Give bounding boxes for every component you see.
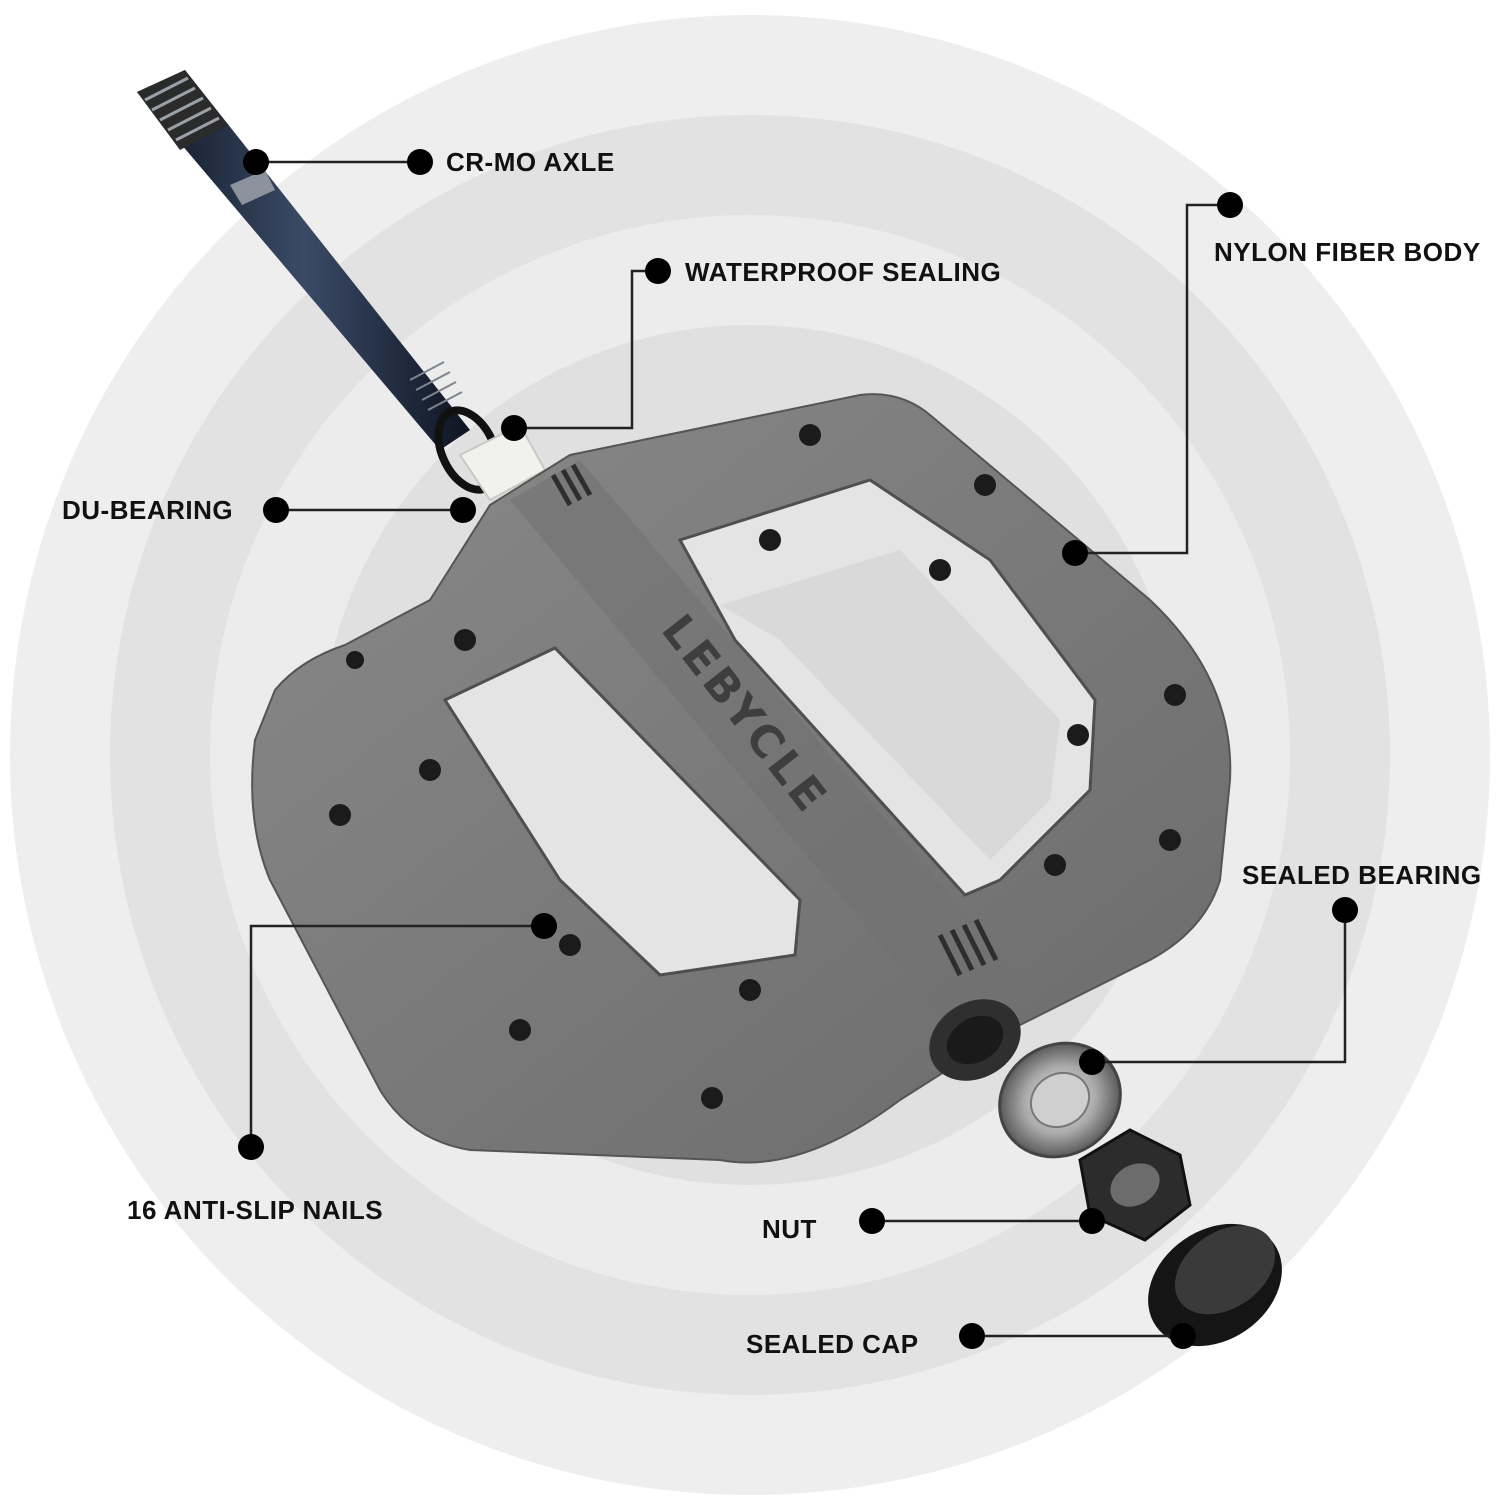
nail (1067, 724, 1089, 746)
callout-dot (1079, 1208, 1105, 1234)
nail (974, 474, 996, 496)
callout-dot (859, 1208, 885, 1234)
nail (929, 559, 951, 581)
callout-dot (1332, 897, 1358, 923)
callout-dot (645, 258, 671, 284)
callout-dot (450, 497, 476, 523)
nut-part (1078, 1128, 1192, 1242)
nail (329, 804, 351, 826)
label-anti-slip-nails: 16 ANTI-SLIP NAILS (127, 1195, 384, 1225)
pedal-body-part: LEBYCLE (251, 393, 1232, 1164)
callout-dot (1217, 192, 1243, 218)
label-sealed-cap: SEALED CAP (746, 1329, 919, 1359)
callout-dots (238, 149, 1358, 1349)
label-crmo-axle: CR-MO AXLE (446, 147, 615, 177)
nail (1164, 684, 1186, 706)
nail (419, 759, 441, 781)
callout-dot (1062, 540, 1088, 566)
callout-dot (243, 149, 269, 175)
label-waterproof-sealing: WATERPROOF SEALING (685, 257, 1002, 287)
nail (799, 424, 821, 446)
nail (759, 529, 781, 551)
callout-dot (501, 415, 527, 441)
nail (559, 934, 581, 956)
label-nylon-fiber-body: NYLON FIBER BODY (1214, 237, 1481, 267)
callout-dot (1170, 1323, 1196, 1349)
callout-dot (1079, 1049, 1105, 1075)
callout-line-nylon-body (1075, 203, 1230, 555)
callout-line-nails (249, 924, 544, 1147)
nail (454, 629, 476, 651)
callout-lines (249, 160, 1347, 1338)
sealed-cap-part (1148, 1223, 1282, 1347)
nail (701, 1087, 723, 1109)
nail (1159, 829, 1181, 851)
nail (739, 979, 761, 1001)
callout-dot (238, 1134, 264, 1160)
label-du-bearing: DU-BEARING (62, 495, 234, 525)
nail (346, 651, 364, 669)
callout-dot (407, 149, 433, 175)
label-sealed-bearing: SEALED BEARING (1242, 860, 1482, 890)
nail (509, 1019, 531, 1041)
axle-part (137, 70, 470, 450)
anti-slip-nails (329, 424, 1186, 1109)
callout-dot (959, 1323, 985, 1349)
callout-line-sealed-bearing (1092, 910, 1347, 1064)
label-nut: NUT (762, 1214, 817, 1244)
callout-dot (263, 497, 289, 523)
nail (1044, 854, 1066, 876)
callout-dot (531, 913, 557, 939)
